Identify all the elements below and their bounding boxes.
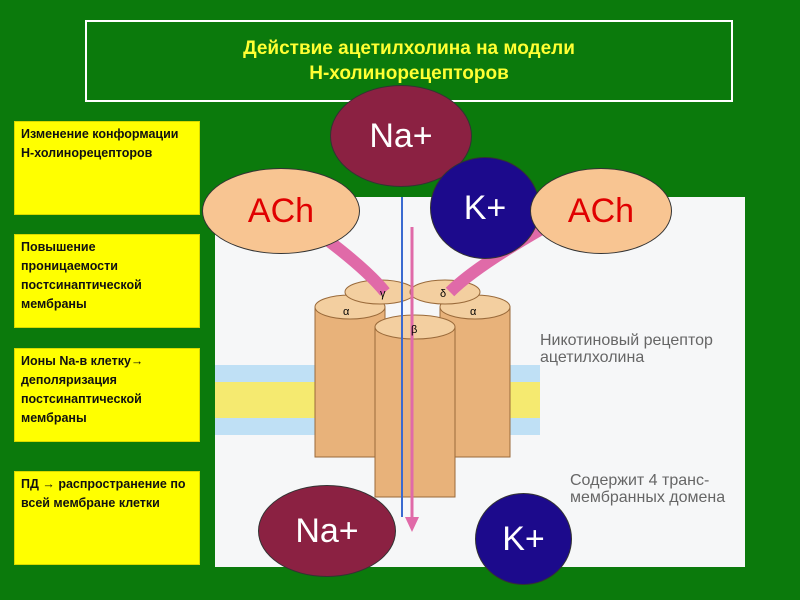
- title-line-2: Н-холинорецепторов: [309, 63, 509, 84]
- subunit-gamma: γ: [380, 288, 386, 300]
- receptor-drawing: γ δ α α β: [215, 197, 548, 532]
- title-line-1: Действие ацетилхолина на модели: [243, 38, 575, 59]
- ach-left: ACh: [202, 168, 360, 254]
- subunit-delta: δ: [440, 288, 446, 300]
- step-box-3: Ионы Na-в клетку→ деполяризация постсина…: [14, 348, 200, 442]
- subunit-beta: β: [411, 324, 417, 336]
- domains-label: Содержит 4 транс-мембранных домена: [570, 472, 726, 506]
- subunit-alpha-1: α: [343, 306, 350, 318]
- receptor-label: Никотиновый рецептор ацетилхолина: [540, 332, 713, 366]
- ach-right: ACh: [530, 168, 672, 254]
- k-ion-top: K+: [430, 157, 540, 259]
- step-box-1: Изменение конформации Н-холинорецепторов: [14, 121, 200, 215]
- k-ion-bottom: K+: [475, 493, 572, 585]
- na-ion-bottom: Na+: [258, 485, 396, 577]
- subunit-alpha-2: α: [470, 306, 477, 318]
- step-box-2: Повышение проницаемости постсинаптическо…: [14, 234, 200, 328]
- step-box-4: ПД → распространение по всей мембране кл…: [14, 471, 200, 565]
